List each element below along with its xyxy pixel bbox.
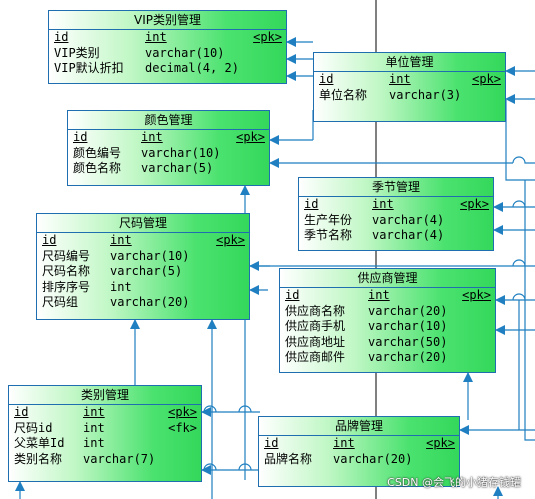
table-title: VIP类别管理 — [49, 11, 286, 30]
table-title: 单位管理 — [314, 53, 505, 72]
table-title: 类别管理 — [9, 386, 201, 405]
table-title: 供应商管理 — [280, 269, 495, 288]
table-title: 品牌管理 — [259, 417, 459, 436]
table-title: 尺码管理 — [37, 214, 249, 233]
table-title: 颜色管理 — [68, 111, 269, 130]
watermark: CSDN @会飞的小猪存钱罐 — [387, 476, 521, 489]
table-title: 季节管理 — [299, 178, 493, 197]
